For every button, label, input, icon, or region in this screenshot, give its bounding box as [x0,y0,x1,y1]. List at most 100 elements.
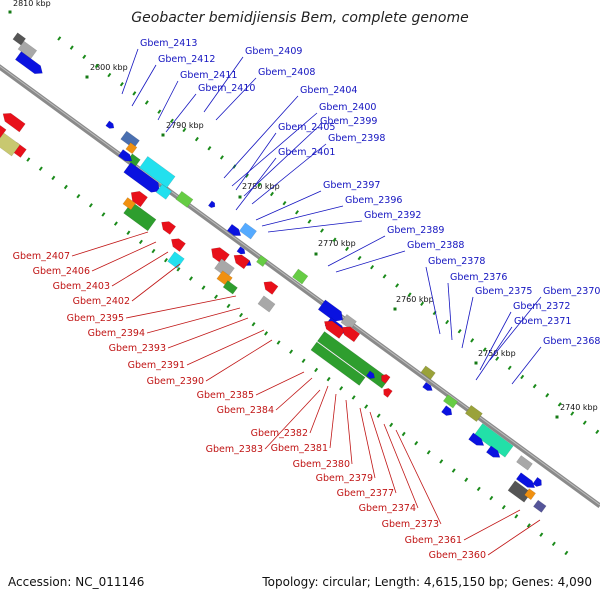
leader-line [251,143,327,205]
gene-label-forward: Gbem_2368 [543,336,600,347]
ring-dot [495,356,500,361]
gene-labels: Gbem_2413Gbem_2412Gbem_2411Gbem_2410Gbem… [13,38,600,561]
ring-dot [507,365,512,371]
tick-label: 2770 kbp [318,239,356,248]
ring-dot [264,331,269,336]
gene-feature [175,190,194,208]
gene-label-reverse: Gbem_2406 [33,266,90,277]
leader-line [215,77,257,121]
gene-label-reverse: Gbem_2360 [429,550,486,561]
ring-dot [144,100,149,105]
ring-dot [557,402,562,407]
leader-line [131,64,157,107]
ring-dot [269,191,274,197]
ring-dot [82,54,87,59]
leader-line [205,339,273,382]
gene-feature [122,197,137,211]
gene-feature [117,149,133,162]
leader-line [461,296,474,349]
tick-mark [238,195,242,199]
ring-dot [26,157,31,162]
ring-dot [57,36,62,41]
gene-label-reverse: Gbem_2384 [217,405,274,416]
ring-dot [551,541,556,546]
gene-feature [263,281,279,295]
ring-dot [138,239,143,245]
gene-label-forward: Gbem_2404 [300,85,357,96]
gene-feature [236,246,246,255]
gene-feature [342,326,361,343]
tick-mark [85,75,89,79]
gene-label-reverse: Gbem_2402 [73,296,130,307]
ring-dot [526,523,531,528]
ring-dot [107,72,112,78]
gene-feature [207,200,216,209]
gene-feature [171,238,186,252]
ring-dot [69,45,74,50]
leader-line [345,399,353,465]
leader-line [91,241,157,272]
ring-dot [113,221,118,226]
ring-dot [38,166,43,171]
gene-feature [533,499,547,513]
gene-feature [2,113,26,133]
ring-dot [226,303,231,309]
ring-dot [514,514,519,519]
gene-label-reverse: Gbem_2385 [197,390,254,401]
ring-dot [520,374,525,380]
gene-feature [155,183,173,200]
ring-dot [151,248,156,254]
gene-label-forward: Gbem_2412 [158,54,215,65]
leader-line [255,190,322,221]
ring-dot [163,257,168,263]
ring-dot [332,237,337,242]
leader-line [335,250,406,273]
gene-feature [14,51,43,75]
ring-dot [63,184,68,190]
gene-feature [257,295,276,313]
ring-dot [420,301,425,306]
leader-line [369,411,397,494]
leader-line [511,346,542,385]
gene-label-forward: Gbem_2401 [278,147,335,158]
ring-dot [439,459,444,464]
gene-label-forward: Gbem_2409 [245,46,302,57]
ring-dot [169,118,174,124]
gene-feature [532,476,542,487]
leader-line [383,423,419,509]
leader-line [131,263,181,302]
ring-dot [257,182,262,188]
ring-dot [157,109,162,114]
leader-line [125,295,237,319]
ring-dot [351,395,356,400]
ring-dot [532,383,537,389]
gene-label-forward: Gbem_2400 [319,102,376,113]
leader-line [359,407,376,479]
ring-dot [376,413,381,418]
ring-dot [545,393,550,398]
gene-label-reverse: Gbem_2374 [359,503,416,514]
leader-line [223,95,299,179]
leader-line [167,317,249,349]
ring-dot [539,532,544,537]
gene-label-forward: Gbem_2398 [328,133,385,144]
gene-label-forward: Gbem_2410 [198,83,255,94]
leader-line [309,385,329,434]
gene-label-reverse: Gbem_2382 [251,428,308,439]
ring-dot [582,420,587,425]
ring-dot [401,431,406,437]
gene-feature [420,365,436,380]
gene-feature [366,370,375,379]
leader-line [275,377,313,411]
ring-dot [457,329,462,334]
ring-dot [470,338,475,343]
gene-feature [324,320,346,339]
ring-dot [182,127,187,133]
gene-label-reverse: Gbem_2381 [271,443,328,454]
gene-feature [292,268,309,285]
tick-label: 2810 kbp [13,0,51,8]
gene-feature [317,299,343,322]
ring-dot [201,285,206,290]
